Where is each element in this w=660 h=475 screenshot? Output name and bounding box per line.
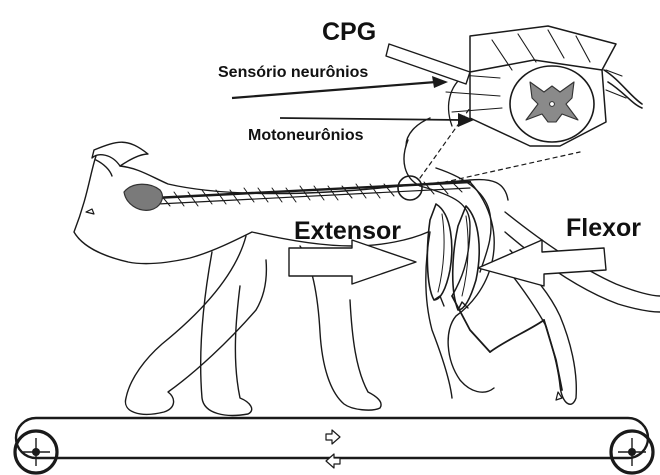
motor-root xyxy=(406,118,430,146)
flexor-muscle xyxy=(453,206,479,310)
extensor-arrow-icon xyxy=(289,240,416,284)
sensory-neurons-label: Sensório neurônios xyxy=(218,64,368,82)
sensory-arrow-icon xyxy=(232,82,436,98)
right-roller-icon xyxy=(611,431,653,473)
lumbar-ganglion xyxy=(398,176,422,200)
motor-arrow-icon xyxy=(280,118,462,120)
brain xyxy=(124,184,162,210)
central-canal xyxy=(550,102,555,107)
leg-nerve xyxy=(404,140,470,296)
cpg-label: CPG xyxy=(322,18,376,47)
flexor-label: Flexor xyxy=(566,214,641,243)
spinal-cord-section xyxy=(446,26,642,146)
spinal-cord xyxy=(154,182,470,206)
treadmill xyxy=(15,418,653,473)
left-arrow-icon xyxy=(326,454,340,468)
extensor-muscle xyxy=(427,204,451,306)
extensor-label: Extensor xyxy=(294,217,401,246)
leg-bones xyxy=(452,296,562,400)
right-arrow-icon xyxy=(326,430,340,444)
motor-neurons-label: Motoneurônios xyxy=(248,127,364,145)
cpg-arrow-icon xyxy=(386,44,470,84)
flexor-arrow-icon xyxy=(478,240,606,286)
